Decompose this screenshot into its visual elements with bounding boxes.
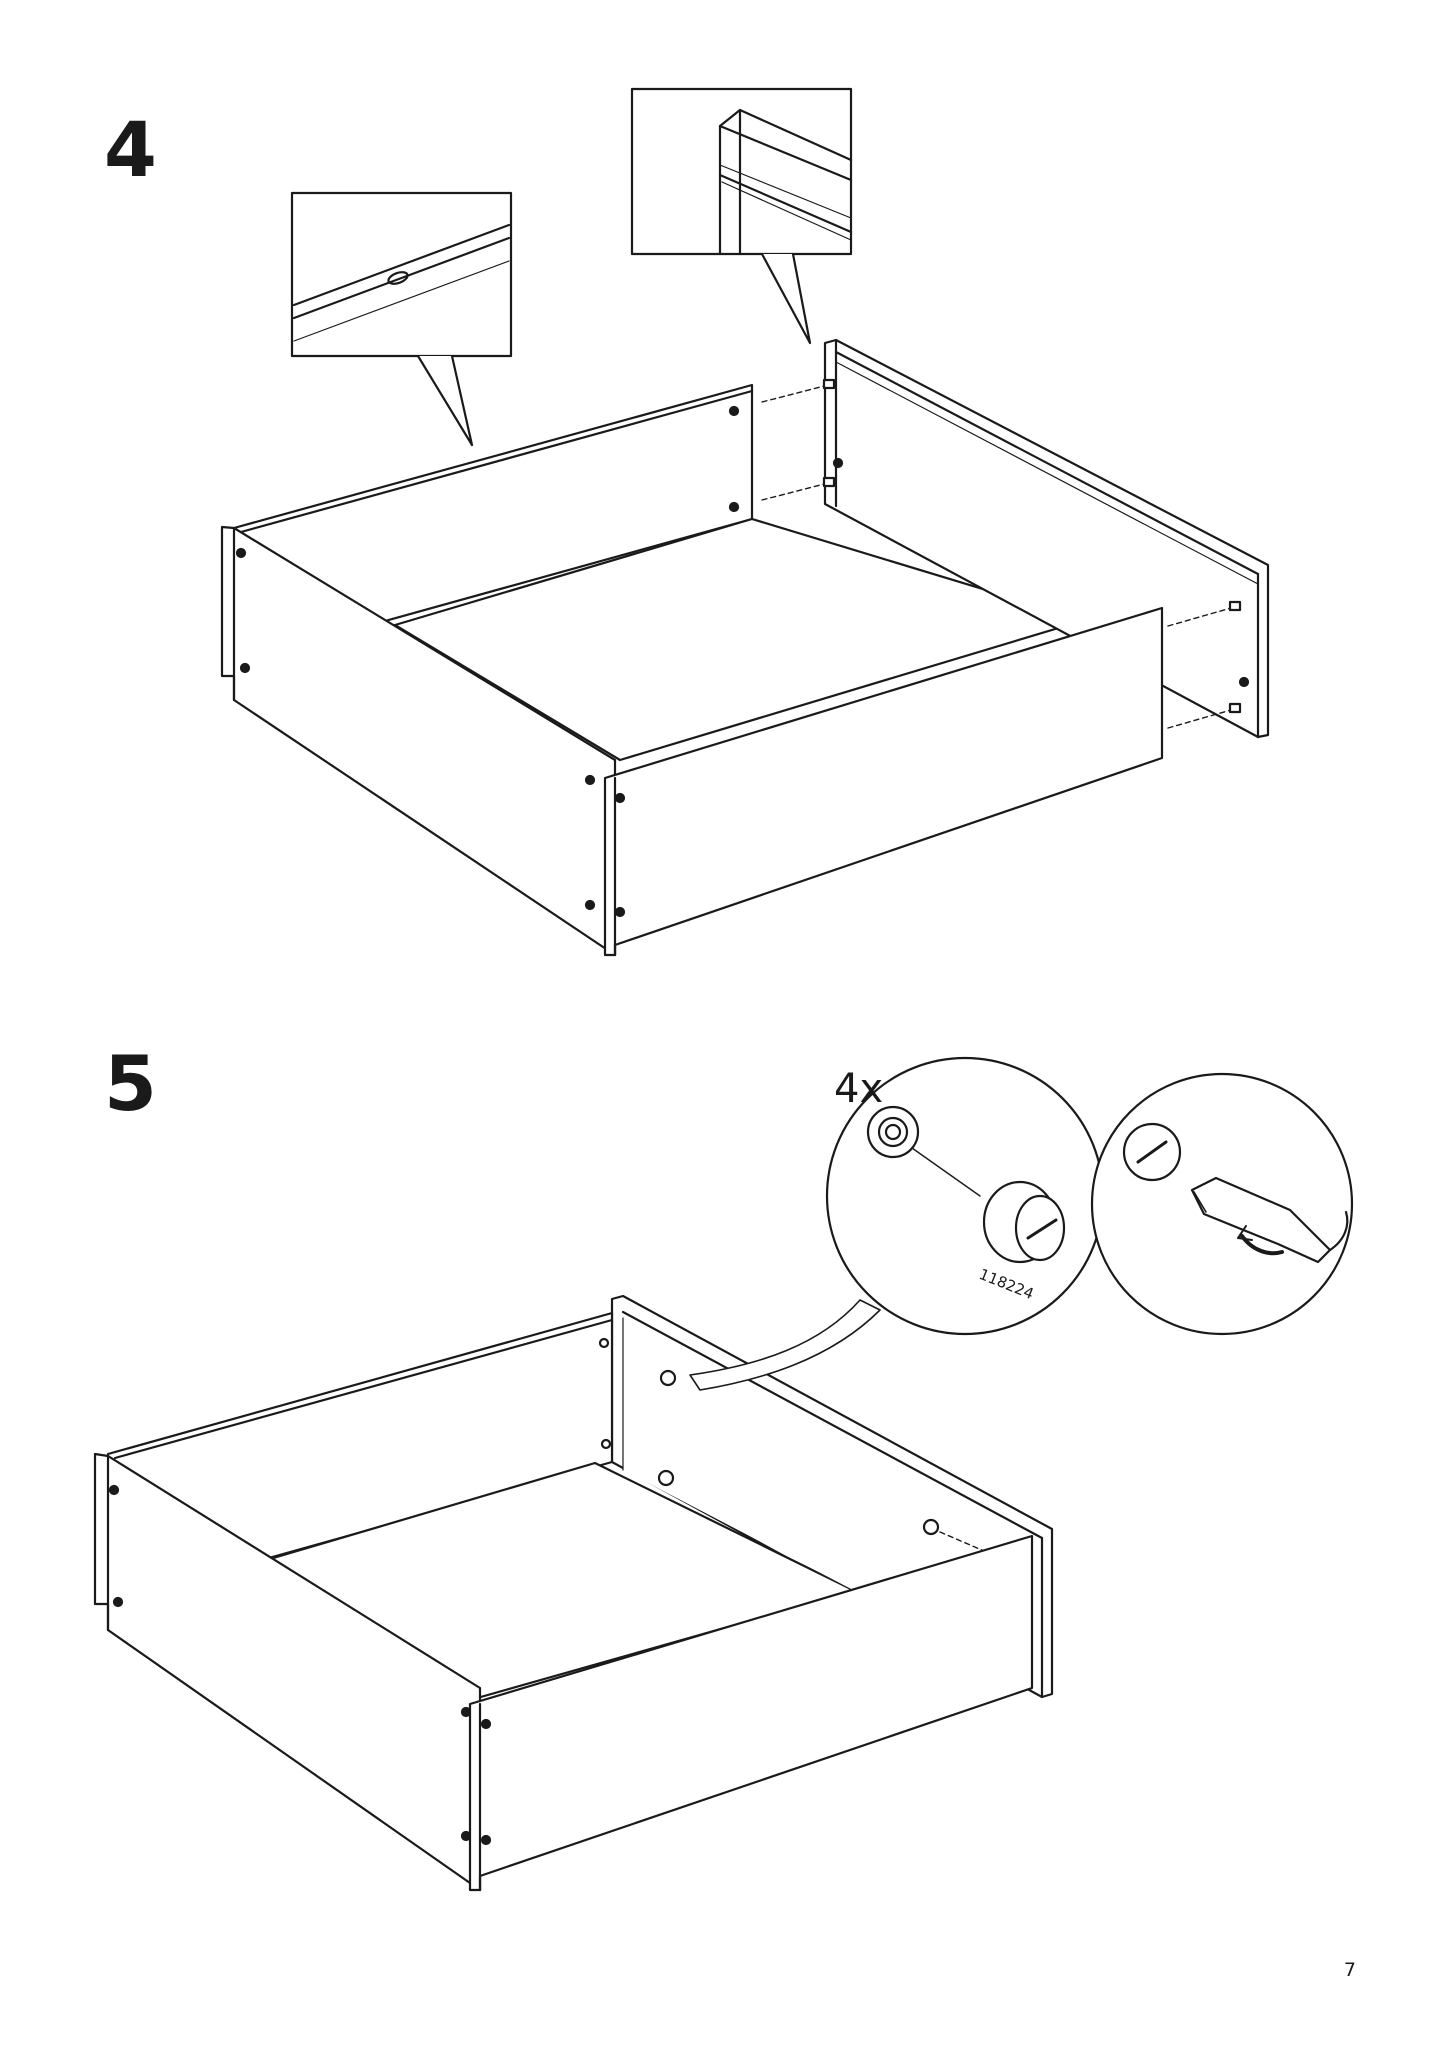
- step-4-detail-groove-hole: [290, 191, 513, 447]
- step-5-front-panel: [468, 1534, 1034, 1892]
- step-4-number: 4: [104, 105, 157, 194]
- step-4-front-panel: [603, 606, 1164, 957]
- step-5-quantity: 4x: [834, 1066, 883, 1112]
- step-4-detail-rail-corner: [630, 87, 853, 345]
- step-5-detail-cam-lock: 4x 118224: [825, 1056, 1105, 1336]
- step-5-number: 5: [104, 1039, 157, 1128]
- step-5-detail-screwdriver: [1090, 1072, 1354, 1336]
- step-4-left-side-panel: [220, 525, 617, 957]
- page-number: 7: [1343, 1959, 1356, 1981]
- step-5-callout-pointer: [689, 1299, 881, 1391]
- step-5-left-side-panel: [93, 1452, 482, 1892]
